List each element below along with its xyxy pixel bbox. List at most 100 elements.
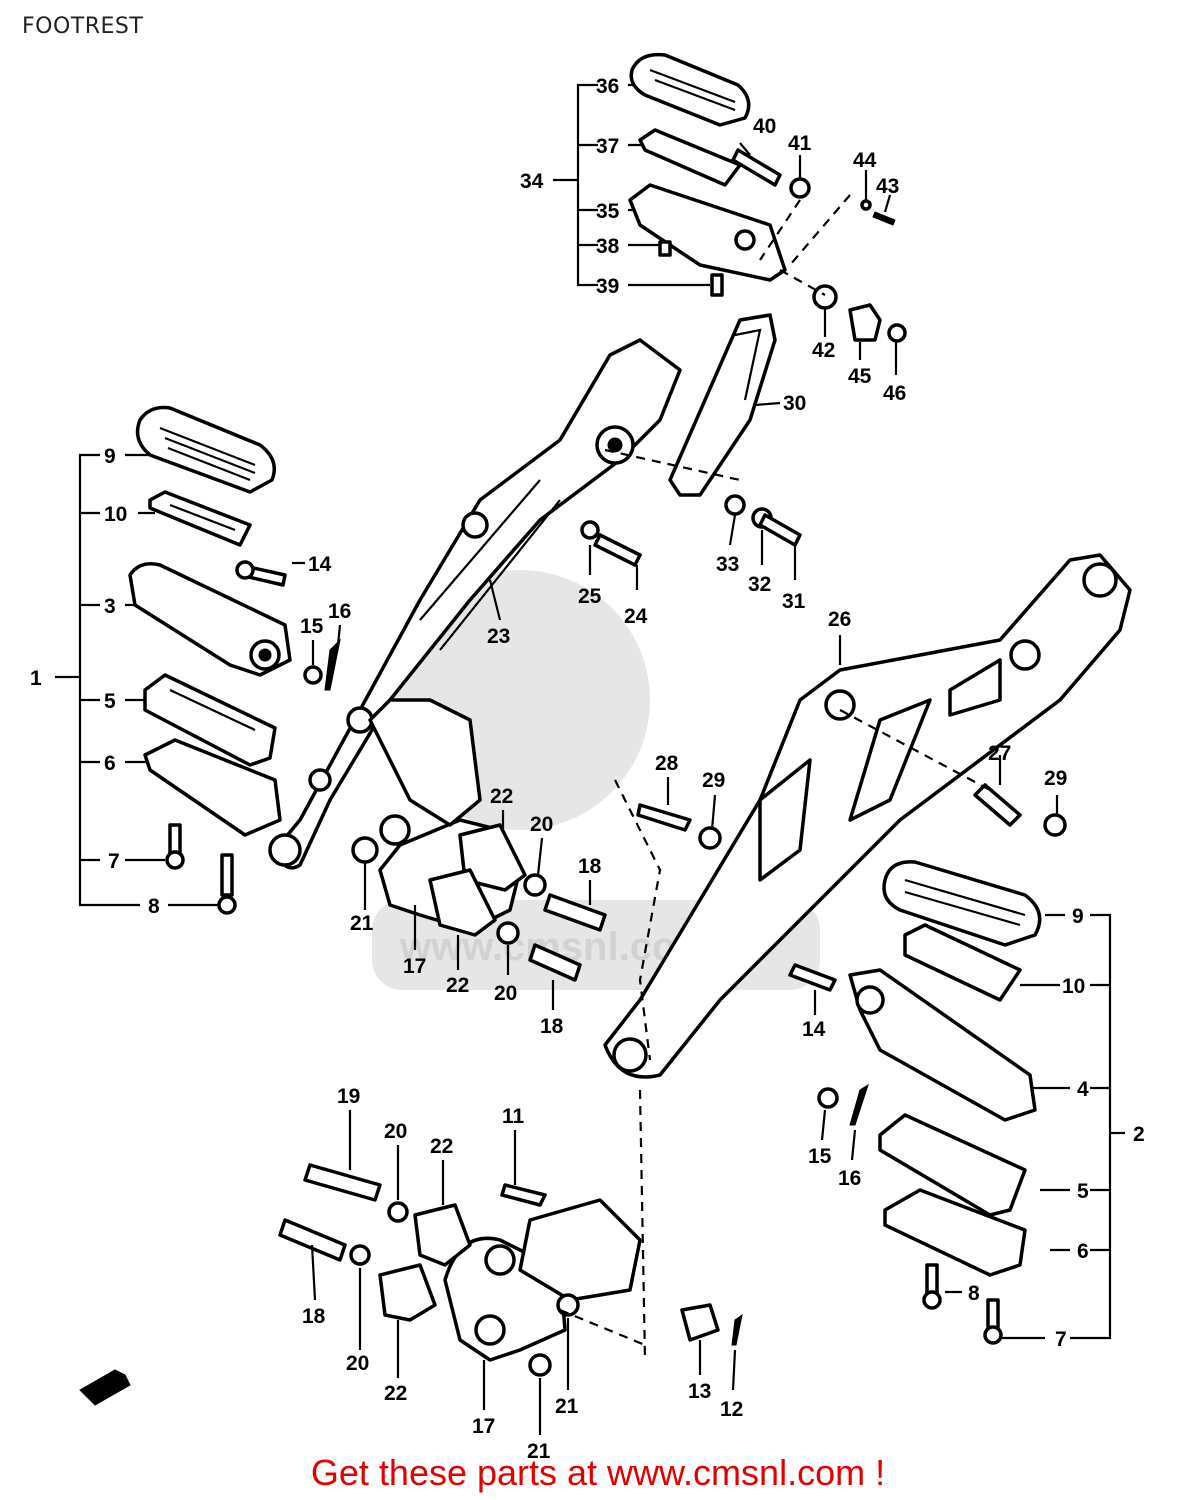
washer-41 xyxy=(789,177,811,199)
callout-8-right: 8 xyxy=(968,1282,980,1305)
washer-25 xyxy=(580,520,600,540)
bolt-28 xyxy=(636,803,692,832)
callout-16-right: 16 xyxy=(838,1167,861,1190)
callout-9-right: 9 xyxy=(1072,905,1084,928)
callout-32: 32 xyxy=(748,573,771,596)
page-title: FOOTREST xyxy=(22,14,144,39)
callout-6-left: 6 xyxy=(104,752,116,775)
assembly-2-bracket xyxy=(945,913,1125,1340)
pin-14-right xyxy=(788,963,837,992)
right-footrest-cover xyxy=(878,1113,1027,1217)
callout-25: 25 xyxy=(578,585,602,608)
bolt-19 xyxy=(303,1163,382,1202)
right-footrest-plate xyxy=(903,923,1022,1002)
callout-8-left: 8 xyxy=(148,895,160,918)
callout-11: 11 xyxy=(502,1105,525,1128)
callout-9-left: 9 xyxy=(104,445,116,468)
right-footrest-rubber xyxy=(882,860,1042,947)
callout-46: 46 xyxy=(883,382,906,405)
callout-20-middle-b: 20 xyxy=(494,982,517,1005)
bolt-18-middle-a xyxy=(543,893,607,932)
footrest-35 xyxy=(628,183,787,282)
bushing-22-middle xyxy=(428,823,527,937)
callout-22-lower-a: 22 xyxy=(430,1135,453,1158)
callout-5-right: 5 xyxy=(1077,1180,1089,1203)
callout-4: 4 xyxy=(1077,1078,1089,1101)
ring-44 xyxy=(860,199,872,211)
left-footrest-rubber xyxy=(135,405,276,494)
callout-43: 43 xyxy=(876,175,899,198)
bolt-8-right xyxy=(922,1263,942,1310)
callout-35: 35 xyxy=(596,200,620,223)
callout-14-left: 14 xyxy=(308,553,332,576)
cotter-pin-16-left xyxy=(324,638,341,691)
right-frame-bracket xyxy=(603,553,1132,1079)
callout-17-middle: 17 xyxy=(403,955,426,978)
plate-37 xyxy=(638,128,742,187)
callout-2: 2 xyxy=(1133,1123,1145,1146)
bolt-7-left xyxy=(165,823,185,870)
callout-10-right: 10 xyxy=(1062,975,1085,998)
callout-18-middle-b: 18 xyxy=(540,1015,564,1038)
callout-36: 36 xyxy=(596,75,619,98)
callout-40: 40 xyxy=(753,115,776,138)
callout-18-middle-a: 18 xyxy=(578,855,602,878)
washer-46 xyxy=(887,323,907,343)
bolt-27 xyxy=(973,783,1022,827)
bolt-7-right xyxy=(983,1298,1003,1345)
callout-16-left: 16 xyxy=(328,600,351,623)
callout-18-lower: 18 xyxy=(302,1305,326,1328)
callout-1: 1 xyxy=(30,667,42,690)
footer-link-text[interactable]: Get these parts at www.cmsnl.com ! xyxy=(310,1452,886,1493)
washer-21-lower-b xyxy=(528,1353,552,1377)
callout-28: 28 xyxy=(655,752,679,775)
screw-11 xyxy=(500,1183,547,1207)
footrest-rubber-36 xyxy=(629,52,751,127)
washer-15-left xyxy=(303,665,323,685)
washer-20-lower-b xyxy=(349,1244,371,1266)
callout-17-lower: 17 xyxy=(472,1415,495,1438)
right-footrest-base xyxy=(883,1188,1027,1277)
callout-15-right: 15 xyxy=(808,1145,832,1168)
callout-22-lower-b: 22 xyxy=(384,1382,407,1405)
callout-44: 44 xyxy=(853,149,877,172)
nut-13 xyxy=(680,1303,720,1342)
callout-33: 33 xyxy=(716,553,739,576)
bushing-22-lower-a xyxy=(413,1203,472,1267)
callout-21-lower-a: 21 xyxy=(555,1395,579,1418)
callout-19: 19 xyxy=(337,1085,360,1108)
heel-guard-30 xyxy=(668,313,777,497)
callout-15-left: 15 xyxy=(300,615,324,638)
callouts: 1 2 3 4 5 5 6 6 7 7 8 8 9 9 10 10 11 12 … xyxy=(30,75,1145,1463)
callout-3: 3 xyxy=(104,595,116,618)
washer-29-right xyxy=(1043,813,1067,837)
washer-29-left xyxy=(698,826,722,850)
callout-20-lower-a: 20 xyxy=(384,1120,407,1143)
callout-5-left: 5 xyxy=(104,690,116,713)
callout-29-right: 29 xyxy=(1044,767,1067,790)
left-footrest-cover xyxy=(143,673,277,767)
bolt-24 xyxy=(593,533,642,567)
callout-34: 34 xyxy=(520,170,544,193)
callout-12: 12 xyxy=(720,1398,743,1421)
pin-43 xyxy=(872,211,896,226)
callout-10-left: 10 xyxy=(104,503,127,526)
callout-20-lower-b: 20 xyxy=(346,1352,369,1375)
callout-27: 27 xyxy=(988,742,1011,765)
callout-26: 26 xyxy=(828,608,851,631)
leader-lines xyxy=(292,142,1059,1435)
callout-21-lower-b: 21 xyxy=(527,1440,551,1463)
pin-40 xyxy=(731,148,782,187)
callout-6-right: 6 xyxy=(1077,1240,1089,1263)
callout-20-middle-a: 20 xyxy=(530,813,553,836)
callout-37: 37 xyxy=(596,135,619,158)
pin-14-left xyxy=(235,560,287,587)
washer-20-lower-a xyxy=(387,1201,409,1223)
callout-45: 45 xyxy=(848,365,872,388)
screw-39 xyxy=(710,273,724,297)
callout-23: 23 xyxy=(487,625,510,648)
callout-13: 13 xyxy=(688,1380,711,1403)
bushing-22-lower-b xyxy=(378,1263,437,1322)
callout-21-middle: 21 xyxy=(350,912,374,935)
assembly-1-bracket xyxy=(55,453,218,907)
